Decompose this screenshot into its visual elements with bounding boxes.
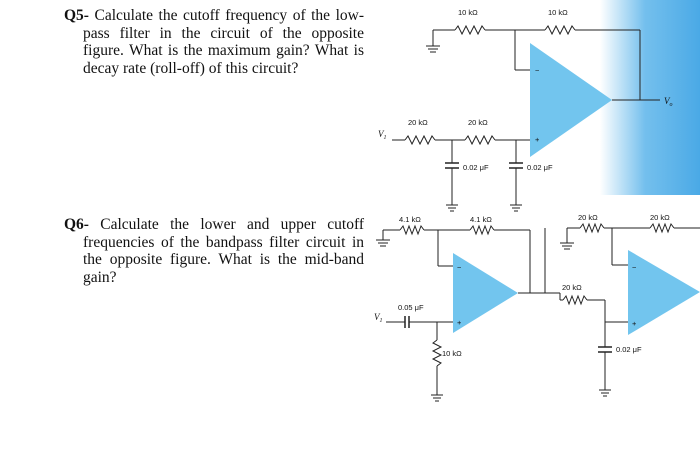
label-c-in: 0.05 μF [398, 303, 424, 312]
resistor-20k-1 [404, 134, 436, 146]
label-minus-2: − [632, 263, 637, 272]
resistor-4k1-a [399, 224, 425, 236]
band-pass-filter-labels: 4.1 kΩ 4.1 kΩ 0.05 μF 10 kΩ 20 kΩ 20 kΩ … [374, 213, 670, 358]
label-r-b: 4.1 kΩ [470, 215, 492, 224]
label-c2: 0.02 μF [527, 163, 553, 172]
label-r-in1: 20 kΩ [408, 118, 428, 127]
resistor-10k-shunt [431, 339, 443, 367]
resistor-20k-2 [464, 134, 496, 146]
band-pass-filter-figure [376, 222, 700, 402]
question-5: Q5- Calculate the cutoff frequency of th… [64, 7, 364, 77]
label-c-shunt: 0.02 μF [616, 345, 642, 354]
low-pass-filter-figure [392, 0, 700, 212]
low-pass-filter-labels: 10 kΩ 10 kΩ 20 kΩ 20 kΩ 0.02 μF 0.02 μF … [378, 8, 673, 172]
label-r-c: 20 kΩ [578, 213, 598, 222]
label-minus-1: − [457, 263, 462, 272]
label-vout: Vo [664, 96, 673, 108]
label-r-top1: 10 kΩ [458, 8, 478, 17]
label-plus-2: + [632, 319, 637, 328]
question-6-text: Calculate the lower and upper cutoff fre… [83, 216, 364, 286]
resistor-10k-2 [544, 24, 576, 36]
figure-background-panel [600, 0, 700, 195]
opamp-3 [628, 250, 700, 335]
question-5-text: Calculate the cutoff frequency of the lo… [83, 7, 364, 77]
label-vin-2: V1 [374, 312, 383, 324]
label-plus-1: + [457, 318, 462, 327]
label-vin: V1 [378, 129, 387, 141]
label-c1: 0.02 μF [463, 163, 489, 172]
label-plus: + [535, 135, 540, 144]
resistor-20k-d [649, 222, 675, 234]
opamp-2 [453, 253, 518, 333]
opamp-1 [530, 43, 612, 157]
question-5-number: Q5- [64, 7, 89, 24]
label-r-in2: 20 kΩ [468, 118, 488, 127]
label-r-e: 20 kΩ [562, 283, 582, 292]
label-minus: − [535, 66, 540, 75]
resistor-4k1-b [469, 224, 495, 236]
resistor-20k-e [562, 294, 588, 306]
question-6: Q6- Calculate the lower and upper cutoff… [64, 216, 364, 286]
label-r-d: 20 kΩ [650, 213, 670, 222]
question-6-number: Q6- [64, 216, 89, 233]
label-r-top2: 10 kΩ [548, 8, 568, 17]
label-r-shunt: 10 kΩ [442, 349, 462, 358]
resistor-20k-c [579, 222, 605, 234]
label-r-a: 4.1 kΩ [399, 215, 421, 224]
resistor-10k-1 [454, 24, 486, 36]
